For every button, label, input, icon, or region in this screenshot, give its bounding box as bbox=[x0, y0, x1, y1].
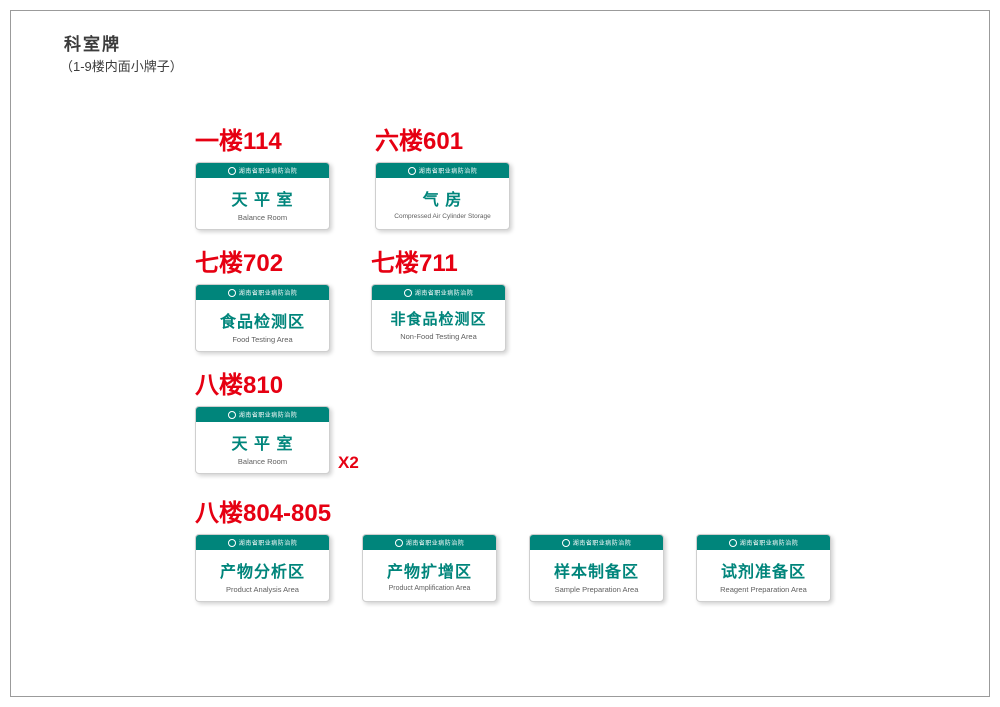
org-name: 湖南省职业病防治院 bbox=[238, 169, 298, 176]
room-name-en: Compressed Air Cylinder Storage bbox=[394, 213, 491, 221]
door-sign: 湖南省职业病防治院 气 房 Compressed Air Cylinder St… bbox=[375, 162, 510, 231]
door-sign: 湖南省职业病防治院 天 平 室 Balance Room bbox=[195, 406, 330, 475]
room-name-cn: 天 平 室 bbox=[231, 436, 294, 454]
org-name: 湖南省职业病防治院 bbox=[414, 291, 474, 298]
room-name-cn: 非食品检测区 bbox=[390, 311, 487, 329]
sign-header: 湖南省职业病防治院 bbox=[363, 535, 496, 551]
sign-group-702: 七楼702 湖南省职业病防治院 食品检测区 Food Testing Area bbox=[195, 250, 330, 353]
door-sign: 湖南省职业病防治院 试剂准备区 Reagent Preparation Area bbox=[696, 534, 831, 603]
org-name: 湖南省职业病防治院 bbox=[418, 169, 478, 176]
door-sign: 湖南省职业病防治院 食品检测区 Food Testing Area bbox=[195, 284, 330, 353]
room-name-cn: 天 平 室 bbox=[231, 192, 294, 210]
org-name: 湖南省职业病防治院 bbox=[238, 291, 298, 298]
room-name-cn: 试剂准备区 bbox=[720, 564, 806, 582]
door-sign: 湖南省职业病防治院 产物分析区 Product Analysis Area bbox=[195, 534, 330, 603]
sign-group-711: 七楼711 湖南省职业病防治院 非食品检测区 Non-Food Testing … bbox=[371, 250, 506, 353]
sign-header: 湖南省职业病防治院 bbox=[376, 163, 509, 179]
org-logo-icon bbox=[227, 166, 236, 175]
page-subtitle: （1-9楼内面小牌子） bbox=[60, 59, 183, 74]
org-logo-icon bbox=[227, 410, 236, 419]
page-title: 科室牌 bbox=[64, 35, 121, 54]
room-name-cn: 产物扩增区 bbox=[386, 564, 472, 582]
floor-label: 一楼114 bbox=[195, 128, 282, 155]
org-logo-icon bbox=[227, 538, 236, 547]
org-logo-icon bbox=[227, 288, 236, 297]
sign-row: 湖南省职业病防治院 产物分析区 Product Analysis Area 湖南… bbox=[195, 534, 831, 603]
sign-group-601: 六楼601 湖南省职业病防治院 气 房 Compressed Air Cylin… bbox=[375, 128, 510, 231]
floor-label: 八楼810 bbox=[195, 372, 284, 399]
sign-group-114: 一楼114 湖南省职业病防治院 天 平 室 Balance Room bbox=[195, 128, 330, 231]
org-name: 湖南省职业病防治院 bbox=[238, 541, 298, 548]
org-name: 湖南省职业病防治院 bbox=[572, 541, 632, 548]
room-name-en: Product Amplification Area bbox=[388, 585, 471, 593]
room-name-en: Reagent Preparation Area bbox=[720, 585, 807, 595]
sign-header: 湖南省职业病防治院 bbox=[196, 163, 329, 179]
sign-group-804-805: 八楼804-805 湖南省职业病防治院 产物分析区 Product Analys… bbox=[195, 500, 831, 603]
sign-header: 湖南省职业病防治院 bbox=[196, 535, 329, 551]
org-name: 湖南省职业病防治院 bbox=[739, 541, 799, 548]
room-name-en: Food Testing Area bbox=[232, 335, 293, 345]
room-name-en: Balance Room bbox=[237, 457, 288, 467]
sign-header: 湖南省职业病防治院 bbox=[697, 535, 830, 551]
sign-header: 湖南省职业病防治院 bbox=[530, 535, 663, 551]
room-name-cn: 气 房 bbox=[422, 192, 463, 210]
org-logo-icon bbox=[407, 166, 416, 175]
sign-header: 湖南省职业病防治院 bbox=[196, 407, 329, 423]
org-name: 湖南省职业病防治院 bbox=[238, 413, 298, 420]
door-sign: 湖南省职业病防治院 样本制备区 Sample Preparation Area bbox=[529, 534, 664, 603]
door-sign: 湖南省职业病防治院 产物扩增区 Product Amplification Ar… bbox=[362, 534, 497, 603]
room-name-en: Sample Preparation Area bbox=[554, 585, 639, 595]
room-name-en: Non-Food Testing Area bbox=[400, 332, 477, 342]
sign-group-810: 八楼810 湖南省职业病防治院 天 平 室 Balance Room X2 bbox=[195, 372, 359, 475]
org-logo-icon bbox=[728, 538, 737, 547]
room-name-cn: 产物分析区 bbox=[219, 564, 305, 582]
org-logo-icon bbox=[403, 288, 412, 297]
room-name-en: Product Analysis Area bbox=[226, 585, 299, 595]
quantity-note: X2 bbox=[338, 453, 359, 472]
door-sign: 湖南省职业病防治院 天 平 室 Balance Room bbox=[195, 162, 330, 231]
floor-label: 七楼711 bbox=[371, 250, 458, 277]
org-logo-icon bbox=[561, 538, 570, 547]
floor-label: 七楼702 bbox=[195, 250, 284, 277]
org-logo-icon bbox=[394, 538, 403, 547]
room-name-cn: 样本制备区 bbox=[553, 564, 639, 582]
sign-header: 湖南省职业病防治院 bbox=[372, 285, 505, 301]
floor-label: 六楼601 bbox=[375, 128, 464, 155]
sign-header: 湖南省职业病防治院 bbox=[196, 285, 329, 301]
room-name-en: Balance Room bbox=[237, 213, 288, 223]
org-name: 湖南省职业病防治院 bbox=[405, 541, 465, 548]
room-name-cn: 食品检测区 bbox=[219, 314, 305, 332]
floor-label: 八楼804-805 bbox=[195, 500, 332, 527]
door-sign: 湖南省职业病防治院 非食品检测区 Non-Food Testing Area bbox=[371, 284, 506, 353]
